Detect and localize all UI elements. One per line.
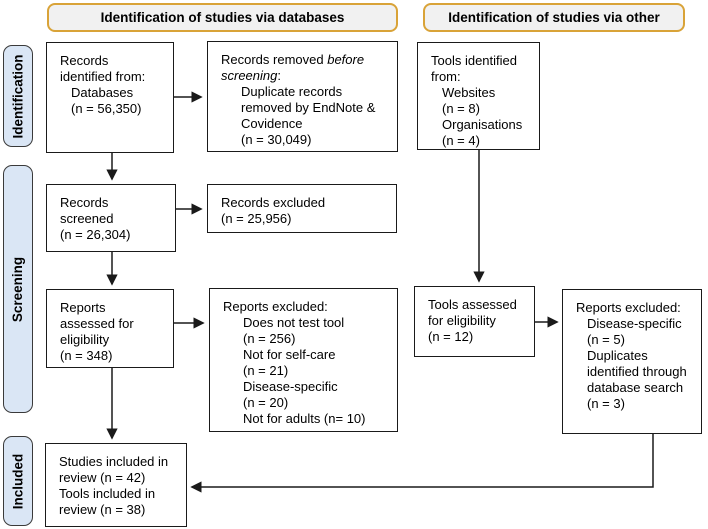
text-line: Tools identified xyxy=(431,53,517,68)
box-included-studies: Studies included in review (n = 42) Tool… xyxy=(45,443,187,527)
text-line: Covidence xyxy=(241,116,303,131)
text-line: Records xyxy=(60,53,109,68)
text-line: (n = 5) xyxy=(587,332,625,347)
text-line: Studies included in xyxy=(59,454,169,469)
text-line: removed by EndNote & xyxy=(241,100,376,115)
text-line: Records removed before xyxy=(221,52,365,67)
text-line: identified through xyxy=(587,364,687,379)
text-line: Websites xyxy=(442,85,496,100)
text-line: screening: xyxy=(221,68,281,83)
text-line: Records excluded xyxy=(221,195,326,210)
text-line: Organisations xyxy=(442,117,523,132)
text-line: review (n = 42) xyxy=(59,470,146,485)
text-line: eligibility xyxy=(60,332,110,347)
box-reports-excluded-other: Reports excluded: Disease-specific (n = … xyxy=(562,289,702,434)
text-line: database search xyxy=(587,380,684,395)
box-reports-excluded-databases: Reports excluded: Does not test tool (n … xyxy=(209,288,398,432)
text-line: (n = 12) xyxy=(428,329,474,344)
text-line: (n = 30,049) xyxy=(241,132,312,147)
text-line: review (n = 38) xyxy=(59,502,146,517)
text-line: (n = 56,350) xyxy=(71,101,142,116)
box-reports-assessed: Reports assessed for eligibility (n = 34… xyxy=(46,289,174,368)
text-line: Not for self-care xyxy=(243,347,336,362)
text-line: Tools assessed xyxy=(428,297,517,312)
text-line: Duplicates xyxy=(587,348,648,363)
stage-identification: Identification xyxy=(3,45,33,147)
text-line: Reports excluded: xyxy=(576,300,681,315)
text-line: (n = 256) xyxy=(243,331,296,346)
text-line: (n = 21) xyxy=(243,363,289,378)
text-line: (n = 4) xyxy=(442,133,480,148)
header-label: Identification of studies via databases xyxy=(100,10,345,25)
header-identification-via-databases: Identification of studies via databases xyxy=(47,3,398,32)
text-line: assessed for xyxy=(60,316,134,331)
box-records-excluded: Records excluded (n = 25,956) xyxy=(207,184,397,233)
text-line: Disease-specific xyxy=(243,379,338,394)
stage-included: Included xyxy=(3,436,33,526)
text-line: (n = 3) xyxy=(587,396,625,411)
text-line: identified from: xyxy=(60,69,146,84)
text-line: (n = 8) xyxy=(442,101,480,116)
stage-label: Identification xyxy=(10,54,26,138)
text-line: Does not test tool xyxy=(243,315,345,330)
text-line: Disease-specific xyxy=(587,316,682,331)
stage-label: Included xyxy=(10,453,26,509)
text-line: Records xyxy=(60,195,109,210)
text-line: (n = 25,956) xyxy=(221,211,292,226)
arrow-other-branch-to-included xyxy=(190,434,654,493)
stage-screening: Screening xyxy=(3,165,33,413)
text-line: (n = 26,304) xyxy=(60,227,131,242)
text-line: Duplicate records xyxy=(241,84,343,99)
text-line: (n = 348) xyxy=(60,348,113,363)
stage-label: Screening xyxy=(10,256,26,322)
text-line: Not for adults (n= 10) xyxy=(243,411,366,426)
text-line: Databases xyxy=(71,85,134,100)
box-records-identified: Records identified from: Databases (n = … xyxy=(46,42,174,153)
header-identification-via-other: Identification of studies via other xyxy=(423,3,685,32)
box-records-removed: Records removed before screening: Duplic… xyxy=(207,41,398,152)
text-line: for eligibility xyxy=(428,313,496,328)
header-label: Identification of studies via other xyxy=(448,10,660,25)
text-line: Reports xyxy=(60,300,106,315)
text-line: Tools included in xyxy=(59,486,156,501)
box-tools-assessed: Tools assessed for eligibility (n = 12) xyxy=(414,286,535,357)
box-records-screened: Records screened (n = 26,304) xyxy=(46,184,176,252)
text-line: (n = 20) xyxy=(243,395,289,410)
box-tools-identified: Tools identified from: Websites (n = 8) … xyxy=(417,42,540,150)
text-line: from: xyxy=(431,69,461,84)
text-line: screened xyxy=(60,211,114,226)
text-line: Reports excluded: xyxy=(223,299,328,314)
